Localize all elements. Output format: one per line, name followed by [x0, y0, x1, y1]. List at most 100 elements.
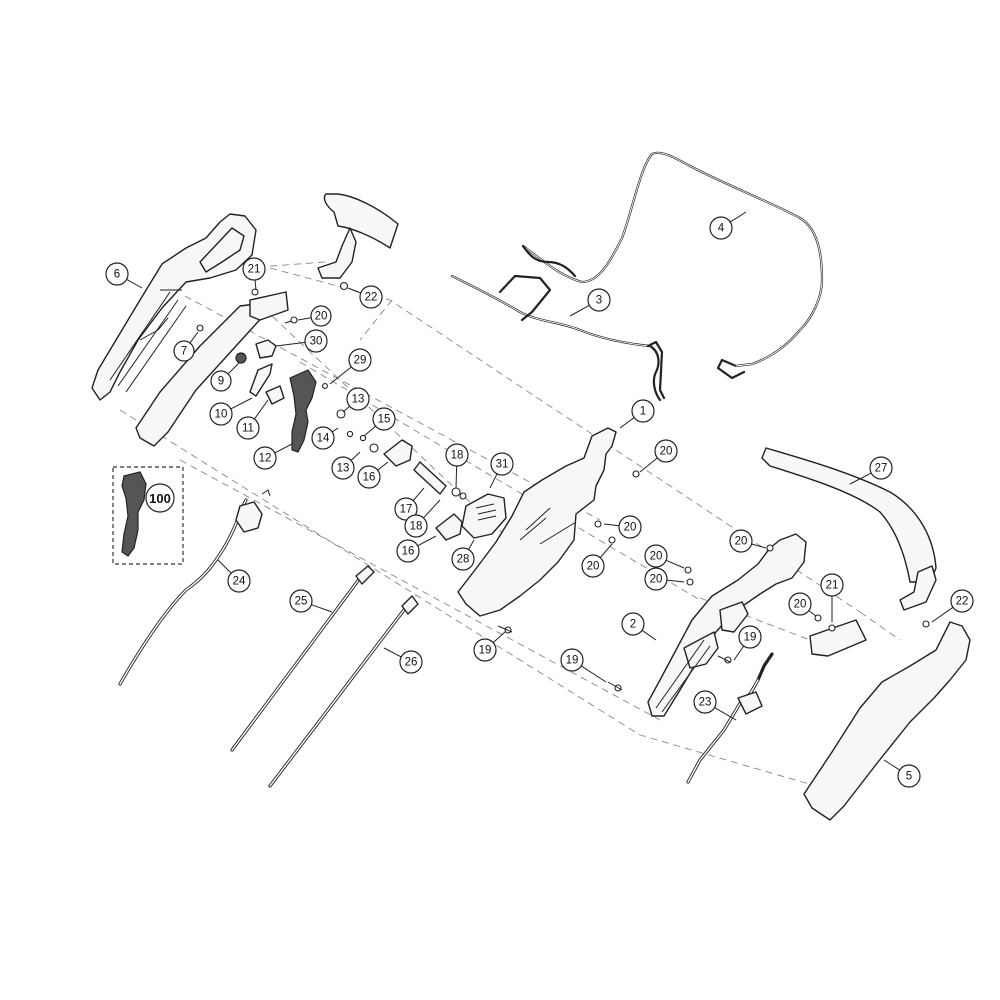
callout-circle	[950, 589, 974, 613]
callout-number: 22	[956, 596, 969, 608]
callout-circle	[581, 554, 605, 578]
callout-number: 23	[699, 697, 712, 709]
upper-handle-bar	[521, 151, 824, 380]
callout-circle	[820, 573, 844, 597]
callout-number: 10	[215, 409, 228, 421]
callout-10: 10	[209, 397, 253, 426]
callout-circle	[473, 638, 497, 662]
callout-circle	[445, 443, 469, 467]
callout-circle	[621, 612, 645, 636]
callout-circle	[738, 625, 762, 649]
callout-number: 11	[242, 423, 254, 435]
callout-29: 29	[329, 348, 372, 385]
callout-leader-line	[733, 645, 745, 661]
callout-circle	[105, 262, 129, 286]
left-grip-tube	[317, 193, 399, 279]
callout-leader-line	[641, 629, 657, 641]
callout-leader-line	[230, 397, 253, 410]
callout-number: 14	[317, 433, 330, 445]
callout-25: 25	[289, 589, 333, 613]
callout-20: 20	[603, 515, 642, 539]
callout-number: 20	[735, 536, 748, 548]
callout-3: 3	[569, 288, 611, 317]
callout-17: 17	[394, 487, 425, 521]
callout-circle	[173, 340, 195, 362]
callout-circle	[348, 348, 372, 372]
callout-9: 9	[210, 361, 241, 392]
callout-leader-line	[714, 707, 737, 721]
callout-leader-line	[729, 211, 747, 223]
callout-leader-line	[254, 279, 257, 291]
callout-leader-line	[275, 341, 306, 347]
callout-30: 30	[275, 329, 328, 353]
callout-circle	[693, 690, 717, 714]
callout-19: 19	[473, 631, 506, 662]
callout-18: 18	[445, 443, 469, 489]
callout-leader-line	[417, 535, 437, 547]
callout-12: 12	[253, 443, 293, 470]
callout-number: 28	[457, 554, 470, 566]
callout-26: 26	[383, 647, 423, 674]
callout-circle	[331, 456, 355, 480]
callout-number: 27	[875, 463, 888, 475]
callout-19: 19	[733, 625, 762, 661]
callout-leader-line	[931, 606, 954, 623]
callout-circle	[242, 257, 266, 281]
callout-number: 24	[233, 576, 246, 588]
callout-31: 31	[489, 452, 514, 489]
callout-number: 4	[718, 223, 725, 235]
callout-leader-line	[492, 631, 506, 644]
callout-leader-line	[363, 425, 376, 437]
callout-number: 18	[451, 450, 464, 462]
callout-leader-line	[423, 499, 441, 519]
callout-circle	[145, 483, 175, 513]
callout-circle	[560, 648, 584, 672]
callout-circle	[618, 515, 642, 539]
callout-number: 20	[660, 446, 673, 458]
callout-24: 24	[217, 559, 251, 593]
callout-circle	[310, 305, 332, 327]
cable-shaft	[413, 461, 467, 500]
callout-circle	[346, 387, 370, 411]
clip-30	[255, 339, 277, 359]
callout-circle	[897, 764, 921, 788]
callout-leader-line	[569, 304, 590, 317]
callout-circle	[289, 589, 313, 613]
alignment-lines	[119, 261, 901, 791]
callout-100: 100	[145, 483, 175, 513]
callout-21: 21	[820, 573, 844, 622]
callout-circle	[210, 370, 232, 392]
callout-number: 2	[630, 619, 636, 631]
callout-leader-line	[489, 473, 498, 489]
callout-number: 16	[363, 472, 376, 484]
callout-number: 20	[587, 561, 600, 573]
callout-circle	[357, 465, 381, 489]
callout-circle	[709, 216, 733, 240]
callout-number: 21	[826, 580, 839, 592]
callout-leader-line	[253, 399, 269, 420]
callout-number: 20	[624, 522, 637, 534]
callout-number: 100	[149, 491, 171, 506]
callout-circle	[227, 569, 251, 593]
callout-number: 6	[114, 269, 120, 281]
callout-leader-line	[350, 451, 361, 461]
part-100-detail	[112, 466, 184, 565]
right-handle-housing	[647, 533, 807, 717]
callout-number: 25	[295, 596, 308, 608]
callout-leader-line	[126, 278, 143, 289]
right-screws	[339, 281, 930, 692]
callout-leader-line	[751, 543, 767, 549]
cable-bracket	[461, 493, 507, 539]
callout-20: 20	[644, 544, 685, 569]
callout-15: 15	[363, 407, 396, 437]
callout-number: 31	[496, 459, 509, 471]
callout-circle	[209, 402, 233, 426]
callout-16: 16	[357, 461, 389, 489]
callout-circle	[253, 446, 277, 470]
callout-number: 15	[378, 414, 391, 426]
callout-20: 20	[729, 529, 767, 553]
callout-circle	[654, 439, 678, 463]
callout-number: 20	[315, 311, 328, 323]
callout-16: 16	[396, 535, 437, 563]
callout-circle	[729, 529, 753, 553]
